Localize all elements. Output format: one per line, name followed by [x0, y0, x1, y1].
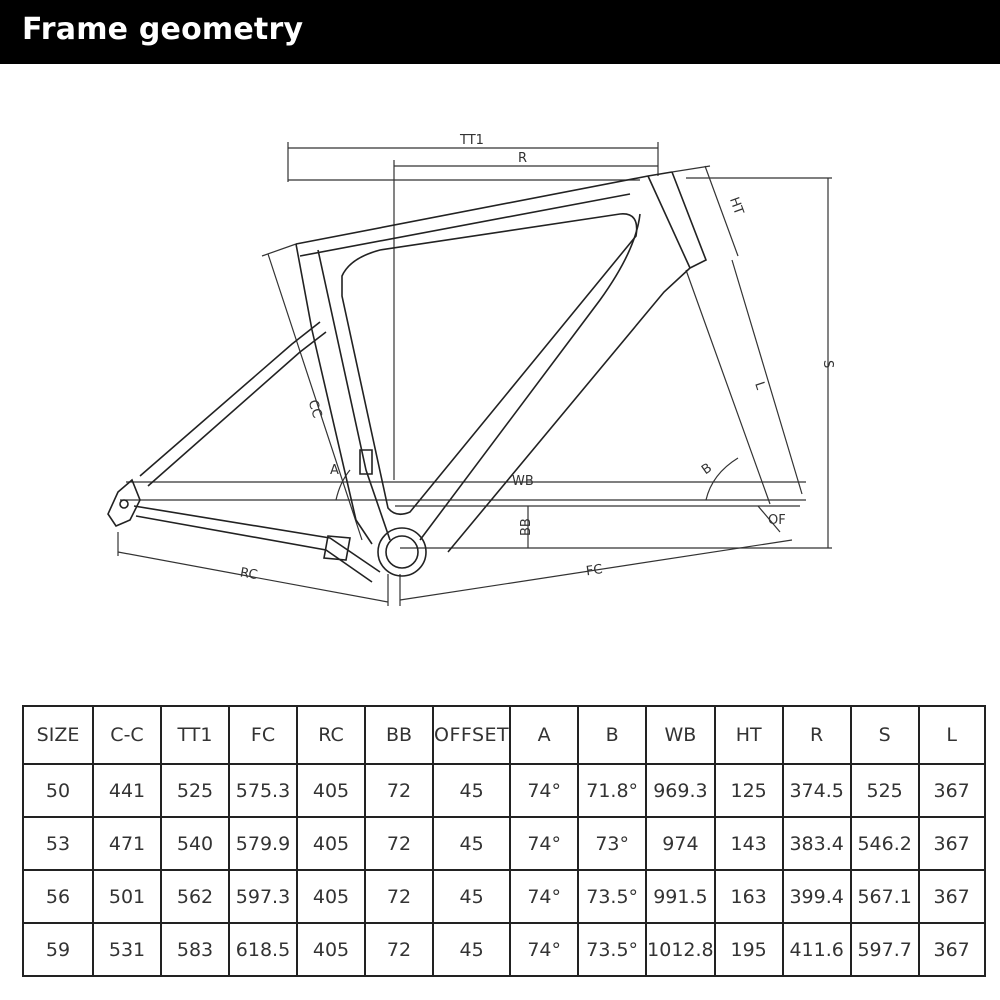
table-cell: 567.1	[849, 869, 920, 924]
table-cell: 125	[713, 763, 784, 818]
table-cell: 1012.8	[645, 922, 716, 977]
header-cell: L	[917, 705, 986, 765]
table-cell: 71.8°	[577, 763, 648, 818]
table-cell: 969.3	[645, 763, 716, 818]
rc-label: RC	[239, 565, 259, 583]
header-cell: C-C	[92, 705, 162, 765]
frame-geometry-diagram: TT1 R HT S L CC A B WB BB OF RC FC	[107, 133, 835, 606]
table-cell: 45	[431, 763, 512, 818]
dimension-lines	[117, 142, 832, 606]
table-cell: 405	[296, 922, 366, 977]
page-title: Frame geometry	[22, 12, 304, 47]
header-cell: SIZE	[22, 705, 94, 765]
table-cell: 562	[160, 869, 230, 924]
table-cell: 501	[92, 869, 162, 924]
table-cell: 59	[22, 922, 94, 977]
table-cell: 618.5	[228, 922, 298, 977]
header-cell: R	[781, 705, 852, 765]
table-cell: 405	[296, 816, 366, 871]
fc-label: FC	[585, 562, 603, 579]
table-cell: 540	[160, 816, 230, 871]
header-cell: RC	[296, 705, 366, 765]
table-cell: 575.3	[228, 763, 298, 818]
table-cell: 367	[917, 763, 986, 818]
table-header-row: SIZE C-C TT1 FC RC BB OFFSET A B WB HT R…	[22, 705, 986, 765]
table-cell: 72	[364, 869, 434, 924]
wb-label: WB	[512, 474, 534, 489]
table-cell: 50	[22, 763, 94, 818]
table-cell: 579.9	[228, 816, 298, 871]
table-cell: 597.7	[849, 922, 920, 977]
table-cell: 525	[849, 763, 920, 818]
table-cell: 367	[917, 816, 986, 871]
table-row: 56 501 562 597.3 405 72 45 74° 73.5° 991…	[22, 869, 986, 924]
table-cell: 195	[713, 922, 784, 977]
table-cell: 74°	[509, 922, 580, 977]
table-cell: 974	[645, 816, 716, 871]
bb-label: BB	[519, 518, 534, 536]
table-cell: 45	[431, 816, 512, 871]
header-cell: A	[509, 705, 580, 765]
table-cell: 546.2	[849, 816, 920, 871]
header-cell: TT1	[160, 705, 230, 765]
table-cell: 583	[160, 922, 230, 977]
table-cell: 405	[296, 869, 366, 924]
table-cell: 531	[92, 922, 162, 977]
b-label: B	[699, 461, 715, 478]
header-cell: BB	[364, 705, 434, 765]
table-row: 53 471 540 579.9 405 72 45 74° 73° 974 1…	[22, 816, 986, 871]
header-cell: B	[577, 705, 648, 765]
table-cell: 72	[364, 816, 434, 871]
header-cell: OFFSET	[431, 705, 512, 765]
table-cell: 163	[713, 869, 784, 924]
table-cell: 74°	[509, 869, 580, 924]
table-cell: 53	[22, 816, 94, 871]
header-cell: S	[849, 705, 920, 765]
table-row: 59 531 583 618.5 405 72 45 74° 73.5° 101…	[22, 922, 986, 977]
header-cell: HT	[713, 705, 784, 765]
r-label: R	[518, 151, 527, 166]
table-cell: 411.6	[781, 922, 852, 977]
cc-label: CC	[305, 398, 325, 420]
table-cell: 143	[713, 816, 784, 871]
s-label: S	[820, 360, 835, 368]
table-cell: 374.5	[781, 763, 852, 818]
table-cell: 73.5°	[577, 869, 648, 924]
table-cell: 441	[92, 763, 162, 818]
l-label: L	[751, 380, 768, 392]
table-cell: 383.4	[781, 816, 852, 871]
ht-label: HT	[726, 195, 746, 217]
geometry-table: SIZE C-C TT1 FC RC BB OFFSET A B WB HT R…	[22, 705, 986, 977]
table-cell: 399.4	[781, 869, 852, 924]
a-label: A	[330, 463, 339, 478]
table-cell: 991.5	[645, 869, 716, 924]
tt1-label: TT1	[459, 133, 484, 148]
table-row: 50 441 525 575.3 405 72 45 74° 71.8° 969…	[22, 763, 986, 818]
table-cell: 72	[364, 763, 434, 818]
header-cell: WB	[645, 705, 716, 765]
table-cell: 597.3	[228, 869, 298, 924]
table-cell: 525	[160, 763, 230, 818]
table-cell: 73.5°	[577, 922, 648, 977]
table-cell: 405	[296, 763, 366, 818]
table-cell: 56	[22, 869, 94, 924]
table-cell: 471	[92, 816, 162, 871]
table-cell: 74°	[509, 816, 580, 871]
header-cell: FC	[228, 705, 298, 765]
title-bar: Frame geometry	[0, 0, 1000, 64]
table-cell: 73°	[577, 816, 648, 871]
bike-frame	[107, 171, 708, 583]
of-label: OF	[768, 513, 786, 528]
table-cell: 367	[917, 922, 986, 977]
table-cell: 45	[431, 922, 512, 977]
table-cell: 74°	[509, 763, 580, 818]
table-cell: 45	[431, 869, 512, 924]
table-cell: 367	[917, 869, 986, 924]
table-cell: 72	[364, 922, 434, 977]
